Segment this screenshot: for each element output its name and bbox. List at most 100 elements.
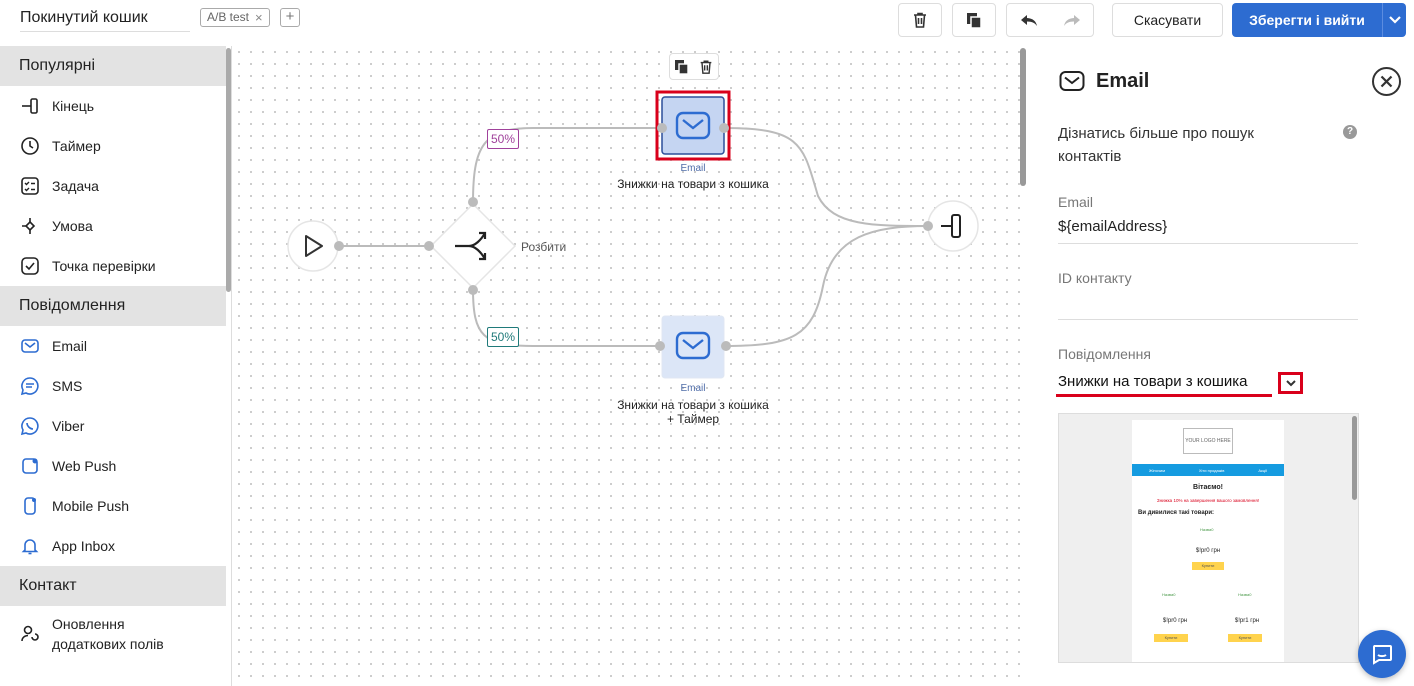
sidebar-item-label: Таймер [52,138,101,154]
preview-nav-item: Хіти продажів [1198,467,1225,473]
copy-icon [967,13,982,29]
close-panel-button[interactable] [1372,67,1401,96]
preview-item-name: Назва0 [1162,592,1176,597]
end-node[interactable] [927,200,979,252]
preview-greeting: Вітаємо! [1193,484,1223,491]
copy-icon[interactable] [674,59,690,75]
sidebar-item-mobile-push[interactable]: Mobile Push [0,486,226,526]
message-field-label: Повідомлення [1058,346,1151,362]
sidebar-item-label: Web Push [52,458,117,474]
exit-icon [19,95,41,117]
copy-button[interactable] [952,3,996,37]
chat-bubble-icon [19,375,41,397]
sidebar-item-label: Email [52,338,88,354]
condition-icon [19,215,41,237]
node-settings-panel: Email Дізнатись більше про пошук контакт… [1028,46,1414,686]
checkpoint-icon [19,255,41,277]
bottom-node-type: Email [680,383,706,394]
bottom-node-timer: + Таймер [666,412,720,426]
chat-support-button[interactable] [1358,630,1406,678]
sidebar-item-label: Кінець [52,98,95,114]
bottom-branch-percent[interactable]: 50% [487,327,520,347]
clock-icon [19,135,41,157]
workflow-canvas[interactable]: 50% 50% Розбити Email Знижки на товари з… [233,46,1027,686]
help-icon[interactable]: ? [1343,125,1357,139]
envelope-icon [19,335,41,357]
user-update-icon [19,623,41,645]
preview-item-name: Назва0 [1200,527,1214,532]
node-toolbar [669,53,719,80]
top-node-label: Знижки на товари з кошика [617,177,769,191]
chevron-down-icon [1388,16,1401,24]
undo-icon[interactable] [1019,12,1039,28]
email-field[interactable]: ${emailAddress} [1058,216,1358,244]
chevron-down-icon [1285,379,1296,386]
preview-price-right: $!pr1 грн [1234,618,1260,624]
message-highlight-underline [1056,394,1272,397]
trash-icon[interactable] [698,59,714,75]
sidebar-item-end[interactable]: Кінець [0,86,226,126]
split-label: Розбити [521,240,567,254]
start-node[interactable] [287,220,339,272]
undo-redo-group [1006,3,1094,37]
tag-remove-icon[interactable]: × [255,10,263,25]
sidebar-item-label: Умова [52,218,93,234]
tag-label: A/B test [207,10,250,24]
mobile-push-icon [19,495,41,517]
sidebar-item-viber[interactable]: Viber [0,406,226,446]
preview-nav-item: Жіночим [1148,467,1165,473]
sidebar-item-timer[interactable]: Таймер [0,126,226,166]
redo-icon[interactable] [1062,12,1082,28]
delete-button[interactable] [898,3,942,37]
email-preview[interactable]: YOUR LOGO HERE Жіночим Хіти продажів Акц… [1058,413,1359,663]
preview-promo: Знижка 10% на завершення вашого замовлен… [1156,498,1260,503]
preview-logo: YOUR LOGO HERE [1183,428,1233,454]
sidebar-scrollbar[interactable] [226,48,231,292]
add-tag-button[interactable]: + [280,8,300,27]
preview-scrollbar[interactable] [1352,416,1357,500]
preview-nav-item: Акції [1258,467,1268,473]
preview-buy-button: Купити [1228,634,1262,642]
panel-title: Email [1096,70,1150,92]
preview-buy-button: Купити [1154,634,1188,642]
email-preview-document: YOUR LOGO HERE Жіночим Хіти продажів Акц… [1132,420,1284,662]
sidebar-item-web-push[interactable]: Web Push [0,446,226,486]
sidebar-item-condition[interactable]: Умова [0,206,226,246]
sidebar-item-label: SMS [52,378,83,394]
section-messages: Повідомлення [0,286,226,326]
sidebar-item-task[interactable]: Задача [0,166,226,206]
message-select[interactable]: Знижки на товари з кошика [1058,373,1248,390]
sidebar-item-label: Mobile Push [52,498,130,514]
canvas-scrollbar[interactable] [1020,48,1026,186]
top-branch-percent[interactable]: 50% [487,129,520,149]
preview-price: $!pr0 грн [1195,548,1221,554]
save-options-dropdown[interactable] [1382,3,1406,37]
bottom-node-label: Знижки на товари з кошика [617,398,769,412]
sidebar-item-checkpoint[interactable]: Точка перевірки [0,246,226,286]
ab-test-tag[interactable]: A/B test × [200,8,270,27]
sidebar-item-label: Оновлення додаткових полів [52,616,164,652]
top-node-type: Email [680,163,706,174]
message-dropdown-button[interactable] [1278,372,1303,394]
bottom-email-node[interactable] [661,315,725,379]
save-and-exit-button[interactable]: Зберегти і вийти [1232,3,1382,37]
cancel-button[interactable]: Скасувати [1112,3,1223,37]
bell-icon [19,535,41,557]
top-bar: Покинутий кошик A/B test × + Скасувати З… [0,0,1414,46]
top-email-node[interactable] [655,90,731,161]
section-popular: Популярні [0,46,226,86]
flow-name-input[interactable]: Покинутий кошик [20,6,190,32]
sidebar-item-sms[interactable]: SMS [0,366,226,406]
contact-search-link[interactable]: Дізнатись більше про пошук контактів [1058,125,1254,165]
sidebar-item-app-inbox[interactable]: App Inbox [0,526,226,566]
sidebar-item-update-fields[interactable]: Оновлення додаткових полів [0,606,226,662]
preview-buy-button: Купити [1192,562,1224,570]
sidebar-item-email[interactable]: Email [0,326,226,366]
close-icon [1380,75,1393,88]
split-node[interactable] [429,202,517,290]
preview-subhead: Ви дивилися такі товари: [1138,510,1215,516]
contact-id-field[interactable] [1058,292,1358,320]
sidebar-item-label: Viber [52,418,85,434]
chat-icon [1373,645,1392,665]
preview-nav: Жіночим Хіти продажів Акції [1132,464,1284,476]
